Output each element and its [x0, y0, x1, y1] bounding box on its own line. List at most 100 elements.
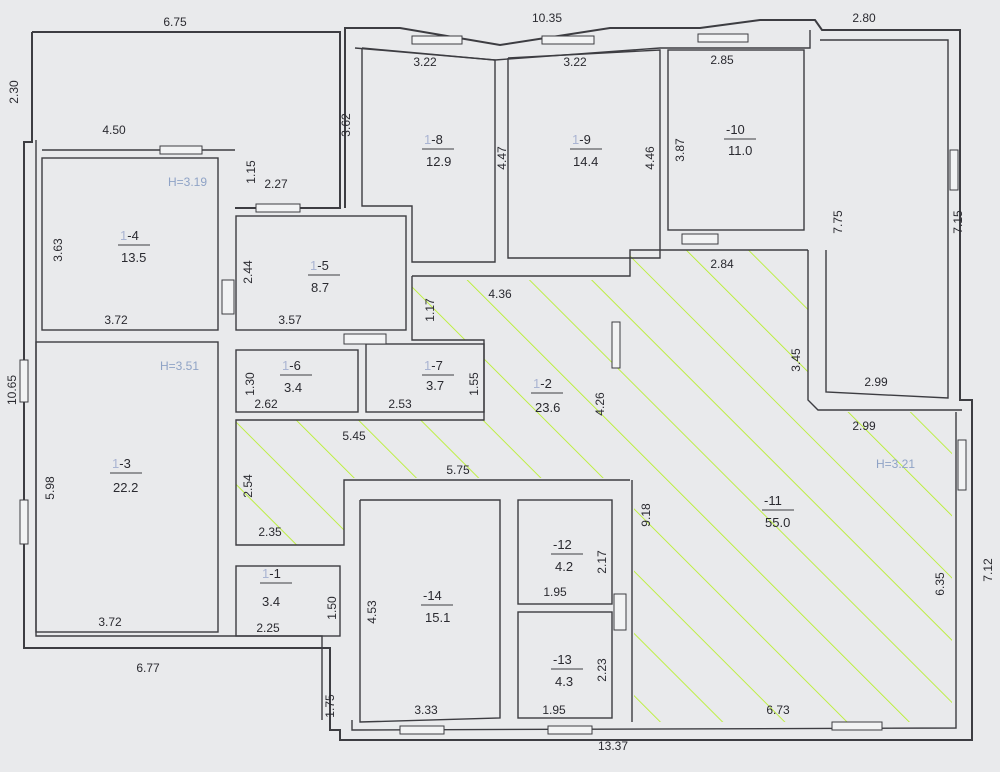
room-area-1-1: 3.4 [262, 594, 280, 609]
window [957, 439, 967, 491]
dimension-label: 2.30 [7, 80, 21, 104]
dimension-label: 2.35 [258, 525, 282, 539]
room-area-1-7: 3.7 [426, 378, 444, 393]
room-outline-hall-top [412, 249, 808, 277]
dimension-label: 4.53 [365, 600, 379, 624]
dimension-label: 1.95 [542, 703, 566, 717]
room-area-1-10: 11.0 [728, 143, 752, 158]
room-area-1-2: 23.6 [535, 400, 560, 415]
window [399, 725, 445, 735]
vent-grille [613, 593, 627, 631]
dimension-label: 2.27 [264, 177, 288, 191]
window [411, 35, 463, 45]
room-outline-corridor [235, 276, 630, 546]
dimension-label: 3.45 [789, 348, 803, 372]
window [697, 33, 749, 43]
room-area-1-4: 13.5 [121, 250, 146, 265]
room-outline-1-8 [361, 47, 496, 263]
dimension-label: 3.57 [278, 313, 302, 327]
window [541, 35, 595, 45]
room-area-1-12: 4.2 [555, 559, 573, 574]
hatched-areas [236, 250, 952, 722]
dimension-label: 1.15 [244, 160, 258, 184]
dimension-label: 2.85 [710, 53, 734, 67]
room-outline-1-1 [235, 565, 341, 637]
dimension-label: 2.80 [852, 11, 876, 25]
room-area-1-5: 8.7 [311, 280, 329, 295]
room-id-1-14: -14 [423, 588, 442, 603]
room-area-1-11: 55.0 [765, 515, 790, 530]
room-outline-1-14 [359, 499, 501, 723]
room-id-1-4: 1-4 [120, 228, 139, 243]
room-area-1-8: 12.9 [426, 154, 451, 169]
room-id-1-2: 1-2 [533, 376, 552, 391]
height-label: Н=3.21 [876, 457, 915, 471]
room-area-1-14: 15.1 [425, 610, 450, 625]
dimension-label: 3.87 [673, 138, 687, 162]
dimension-label: 1.75 [323, 694, 337, 718]
wall-outer [23, 19, 973, 741]
room-outline-1-6 [235, 349, 359, 413]
room-id-1-3: 1-3 [112, 456, 131, 471]
window [831, 721, 883, 731]
dimension-label: 6.35 [933, 572, 947, 596]
vent-grille [221, 279, 235, 315]
dimension-label: 2.17 [595, 550, 609, 574]
room-id-1-8: 1-8 [424, 132, 443, 147]
dimension-label: 10.65 [5, 375, 19, 405]
dimension-label: 1.55 [467, 372, 481, 396]
dimension-label: 3.62 [339, 113, 353, 137]
dimension-label: 2.44 [241, 260, 255, 284]
room-outlines [35, 47, 808, 723]
room-id-1-6: 1-6 [282, 358, 301, 373]
room-id-1-7: 1-7 [424, 358, 443, 373]
dimension-label: 2.23 [595, 658, 609, 682]
dimension-label: 4.36 [488, 287, 512, 301]
room-id-1-1: 1-1 [262, 566, 281, 581]
dimension-label: 10.35 [532, 11, 562, 25]
window [547, 725, 593, 735]
dimension-label: 7.12 [981, 558, 995, 582]
dimension-label: 13.37 [598, 739, 628, 753]
dimension-label: 1.95 [543, 585, 567, 599]
room-id-1-10: -10 [726, 122, 745, 137]
room-id-1-9: 1-9 [572, 132, 591, 147]
dimension-label: 5.45 [342, 429, 366, 443]
room-outline-1-10 [667, 49, 805, 231]
dimension-label: 3.33 [414, 703, 438, 717]
dimension-label: 3.22 [413, 55, 437, 69]
dimension-label: 9.18 [639, 503, 653, 527]
vent-grille [681, 233, 719, 245]
dimension-label: 7.75 [831, 210, 845, 234]
room-outline-1-12 [517, 499, 613, 605]
dimension-label: 6.77 [136, 661, 160, 675]
height-label: Н=3.51 [160, 359, 199, 373]
room-outline-1-5 [235, 215, 407, 331]
dimension-label: 2.84 [710, 257, 734, 271]
dimension-label: 6.75 [163, 15, 187, 29]
dimension-label: 4.47 [495, 146, 509, 170]
room-id-1-13: -13 [553, 652, 572, 667]
dimension-label: 1.50 [325, 596, 339, 620]
wall-right-room [820, 39, 949, 399]
dimension-label: 4.46 [643, 146, 657, 170]
room-labels: 1-13.41-223.61-322.21-413.51-58.71-63.41… [110, 122, 794, 689]
dimension-label: 2.54 [241, 474, 255, 498]
window [949, 149, 959, 191]
wall-inner-bottom [351, 412, 957, 731]
height-label: Н=3.19 [168, 175, 207, 189]
dimension-label: 3.72 [104, 313, 128, 327]
vent-grille [343, 333, 387, 345]
room-outline-1-4 [41, 157, 219, 331]
dimension-label: 5.75 [446, 463, 470, 477]
window [19, 359, 29, 403]
room-id-1-5: 1-5 [310, 258, 329, 273]
room-outline-1-9 [507, 49, 661, 259]
room-outline-1-13 [517, 611, 613, 719]
dimension-label: 3.22 [563, 55, 587, 69]
room-outline-1-3 [35, 341, 219, 633]
room-area-1-13: 4.3 [555, 674, 573, 689]
